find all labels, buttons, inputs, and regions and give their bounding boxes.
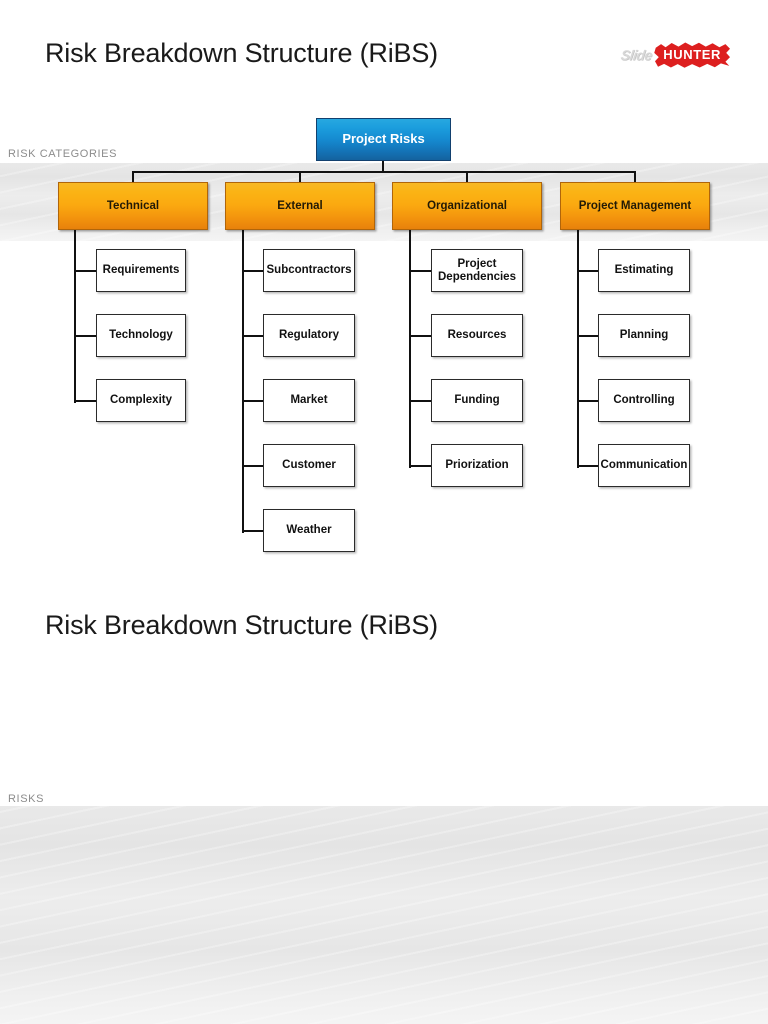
node-leaf-weather[interactable]: Weather xyxy=(263,509,355,552)
node-label: Project Dependencies xyxy=(438,257,516,283)
tick-weather xyxy=(242,530,264,532)
logo-hunter-text: HUNTER xyxy=(663,47,721,62)
node-leaf-resources[interactable]: Resources xyxy=(431,314,523,357)
node-label: External xyxy=(277,199,323,212)
node-label: Regulatory xyxy=(278,329,340,342)
connector-root-bus xyxy=(133,171,636,174)
node-label: Customer xyxy=(282,459,336,472)
spine-organizational xyxy=(409,230,412,468)
node-label: Priorization xyxy=(445,459,509,472)
node-label: Organizational xyxy=(427,199,507,212)
tick-regulatory xyxy=(242,335,264,337)
connector-drop-external xyxy=(299,171,302,183)
band-label-risks: RISKS xyxy=(8,793,45,805)
node-leaf-technology[interactable]: Technology xyxy=(96,314,186,357)
tick-funding xyxy=(409,400,431,402)
node-project-risks[interactable]: Project Risks xyxy=(316,118,451,161)
node-category-external[interactable]: External xyxy=(225,182,375,230)
node-label: Subcontractors xyxy=(266,264,352,277)
node-label: Funding xyxy=(454,394,500,407)
tick-customer xyxy=(242,465,264,467)
node-leaf-requirements[interactable]: Requirements xyxy=(96,249,186,292)
tick-complexity xyxy=(74,400,96,402)
slide-risks: Risk Breakdown Structure (RiBS) RISKS Pr… xyxy=(0,590,768,1024)
node-leaf-project-dependencies[interactable]: Project Dependencies xyxy=(431,249,523,292)
node-leaf-communication[interactable]: Communication xyxy=(598,444,690,487)
node-label: Market xyxy=(290,394,328,407)
connector-root-stem xyxy=(382,160,385,173)
tick-technology xyxy=(74,335,96,337)
tick-estimating xyxy=(577,270,599,272)
spine-project-management xyxy=(577,230,580,468)
node-leaf-subcontractors[interactable]: Subcontractors xyxy=(263,249,355,292)
node-category-technical[interactable]: Technical xyxy=(58,182,208,230)
node-label: Weather xyxy=(286,524,332,537)
page-title: Risk Breakdown Structure (RiBS) xyxy=(45,38,438,68)
node-leaf-regulatory[interactable]: Regulatory xyxy=(263,314,355,357)
page-title: Risk Breakdown Structure (RiBS) xyxy=(45,610,438,640)
tick-market xyxy=(242,400,264,402)
node-leaf-planning[interactable]: Planning xyxy=(598,314,690,357)
node-leaf-controlling[interactable]: Controlling xyxy=(598,379,690,422)
slide-risk-categories: Risk Breakdown Structure (RiBS) Slide HU… xyxy=(0,0,768,590)
node-category-organizational[interactable]: Organizational xyxy=(392,182,542,230)
tick-project-dependencies xyxy=(409,270,431,272)
risks-band xyxy=(0,806,768,1024)
node-label: Complexity xyxy=(110,394,172,407)
tick-subcontractors xyxy=(242,270,264,272)
node-leaf-market[interactable]: Market xyxy=(263,379,355,422)
node-leaf-priorization[interactable]: Priorization xyxy=(431,444,523,487)
connector-drop-organizational xyxy=(466,171,469,183)
connector-drop-project-management xyxy=(634,171,637,183)
node-label: Planning xyxy=(619,329,669,342)
node-label: Project Management xyxy=(578,199,692,212)
node-leaf-customer[interactable]: Customer xyxy=(263,444,355,487)
node-label: Technology xyxy=(109,329,173,342)
node-label: Project Risks xyxy=(342,131,425,147)
connector-drop-technical xyxy=(132,171,135,183)
tick-priorization xyxy=(409,465,431,467)
node-label: Technical xyxy=(106,199,160,212)
tick-planning xyxy=(577,335,599,337)
node-label: Resources xyxy=(447,329,507,342)
spine-external xyxy=(242,230,245,533)
node-label: Requirements xyxy=(102,264,180,277)
node-leaf-complexity[interactable]: Complexity xyxy=(96,379,186,422)
node-label: Estimating xyxy=(614,264,674,277)
tick-controlling xyxy=(577,400,599,402)
logo-splash-shape: HUNTER xyxy=(654,42,730,68)
node-label: Communication xyxy=(600,459,688,472)
node-category-project-management[interactable]: Project Management xyxy=(560,182,710,230)
tick-resources xyxy=(409,335,431,337)
node-leaf-funding[interactable]: Funding xyxy=(431,379,523,422)
logo-slide-text: Slide xyxy=(620,47,654,63)
node-leaf-estimating[interactable]: Estimating xyxy=(598,249,690,292)
spine-technical xyxy=(74,230,77,403)
slidehunter-logo: Slide HUNTER xyxy=(620,42,730,68)
band-label-risk-categories: RISK CATEGORIES xyxy=(8,148,118,160)
tick-communication xyxy=(577,465,599,467)
tick-requirements xyxy=(74,270,96,272)
node-label: Controlling xyxy=(613,394,675,407)
